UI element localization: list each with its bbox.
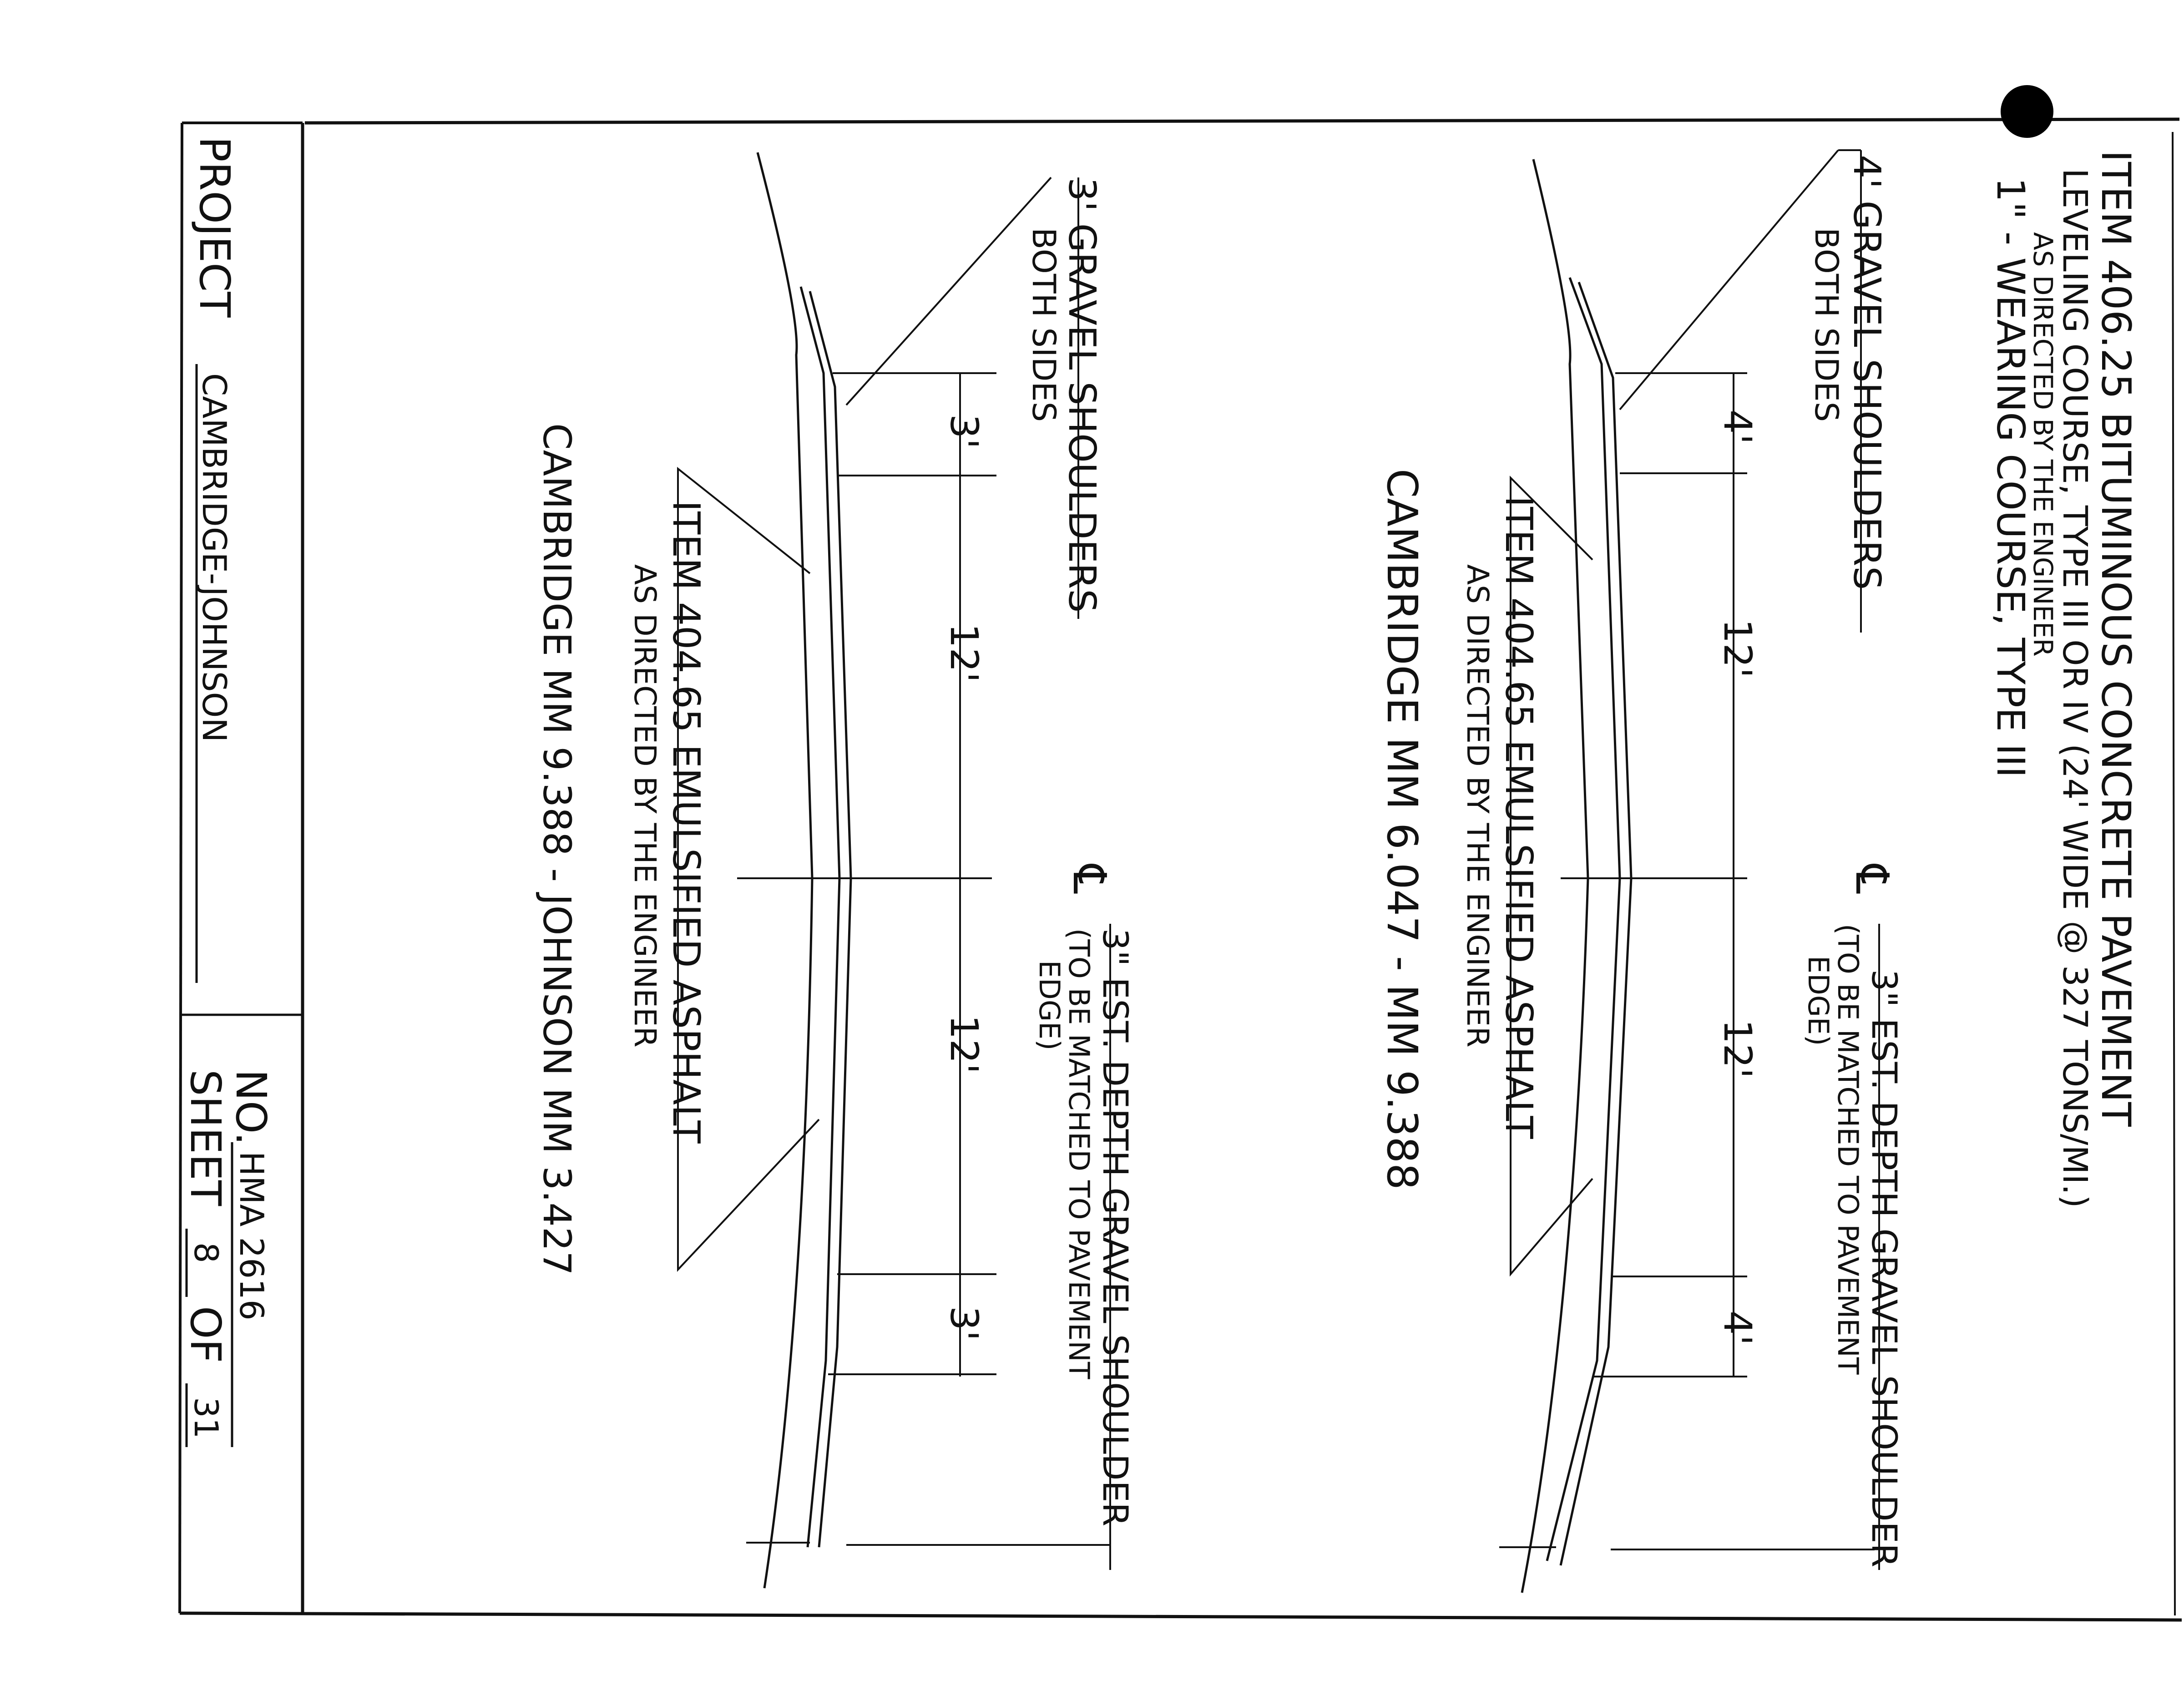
upper-pavement-bottom	[1559, 282, 1633, 1566]
of-label: OF	[181, 1306, 230, 1363]
section-lower: 3' 12' 12' 3' 3' GRAVEL SHOULDERS BOTH S…	[535, 152, 1136, 1589]
project-value: CAMBRIDGE-JOHNSON	[195, 373, 233, 742]
sheet-value: 8	[187, 1242, 225, 1263]
upper-depth-title: 3" EST. DEPTH GRAVEL SHOULDER	[1864, 969, 1905, 1567]
upper-ground-line	[1521, 159, 1589, 1593]
sheet-border	[178, 117, 2182, 1622]
lower-depth-sub2: EDGE)	[1033, 960, 1066, 1050]
general-notes: ITEM 406.25 BITUMINOUS CONCRETE PAVEMENT…	[1988, 150, 2139, 1208]
lower-centerline-symbol: ℄	[1063, 863, 1116, 894]
title-block-outer-left	[178, 122, 183, 1614]
lower-depth-title: 3" EST. DEPTH GRAVEL SHOULDER	[1095, 928, 1136, 1526]
note-directed: AS DIRECTED BY THE ENGINEER	[2027, 232, 2058, 657]
border-top	[304, 117, 2180, 125]
lower-item-line2: AS DIRECTED BY THE ENGINEER	[627, 564, 662, 1048]
lower-shoulder-leader-1	[845, 177, 1052, 406]
note-item-40625: ITEM 406.25 BITUMINOUS CONCRETE PAVEMENT	[2093, 150, 2139, 1127]
lower-dim-lane-right: 12'	[942, 1015, 986, 1074]
upper-shoulder-leader-1	[1619, 149, 1839, 410]
upper-shoulder-sub: BOTH SIDES	[1808, 228, 1845, 422]
punch-hole	[2001, 85, 2053, 138]
lower-item-line1: ITEM 404.65 EMULSIFIED ASPHALT	[664, 501, 708, 1144]
lower-dim-shoulder-left: 3'	[942, 414, 986, 449]
project-label: PROJECT	[190, 137, 239, 318]
lower-dim-shoulder-right: 3'	[942, 1306, 986, 1341]
note-wearing-course: 1" - WEARING COURSE, TYPE III	[1988, 177, 2033, 778]
upper-dim-shoulder-left: 4'	[1715, 410, 1760, 445]
upper-shoulder-title: 4' GRAVEL SHOULDERS	[1845, 155, 1888, 590]
lower-road-profile	[756, 152, 852, 1589]
sheet-label: SHEET	[181, 1069, 230, 1206]
no-value: HMA 2616	[233, 1151, 271, 1321]
upper-dimension-line	[1499, 372, 1875, 1550]
lower-location: CAMBRIDGE MM 9.388 - JOHNSON MM 3.427	[535, 423, 579, 1276]
border-bottom	[179, 1611, 2182, 1622]
upper-pavement-top	[1546, 277, 1621, 1561]
lower-dim-lane-left: 12'	[942, 623, 986, 683]
lower-shoulder-title: 3' GRAVEL SHOULDERS	[1060, 177, 1103, 613]
lower-ground-line	[756, 152, 814, 1589]
upper-item-callout	[1510, 476, 1593, 1277]
section-upper: 4' 12' 12' 4' 4' GRAVEL SHOULDERS BOTH S…	[1378, 149, 1905, 1593]
lower-shoulder-callout	[845, 177, 1079, 619]
lower-pavement-top	[799, 286, 841, 1548]
lower-depth-sub1: (TO BE MATCHED TO PAVEMENT	[1062, 928, 1096, 1380]
upper-location: CAMBRIDGE MM 6.047 - MM 9.388	[1378, 469, 1426, 1190]
lower-item-box	[677, 466, 820, 1272]
lower-dimension-line	[737, 372, 1110, 1546]
upper-dim-shoulder-right: 4'	[1715, 1311, 1760, 1346]
lower-shoulder-sub: BOTH SIDES	[1025, 228, 1062, 422]
upper-depth-sub2: EDGE)	[1802, 956, 1835, 1046]
lower-item-callout	[677, 466, 820, 1272]
border-right	[2172, 132, 2176, 1616]
upper-centerline-symbol: ℄	[1845, 863, 1899, 894]
note-leveling-course: LEVELING COURSE, TYPE III OR IV (24' WID…	[2055, 168, 2094, 1208]
upper-item-line2: AS DIRECTED BY THE ENGINEER	[1460, 564, 1495, 1048]
title-block: PROJECT CAMBRIDGE-JOHNSON NO. HMA 2616 S…	[181, 137, 275, 1447]
lower-pavement-bottom	[809, 291, 852, 1548]
upper-item-line1: ITEM 404.65 EMULSIFIED ASPHALT	[1497, 496, 1540, 1139]
upper-depth-sub1: (TO BE MATCHED TO PAVEMENT	[1831, 924, 1865, 1375]
upper-shoulder-callout	[1619, 149, 1862, 633]
of-value: 31	[187, 1397, 225, 1439]
upper-item-box	[1510, 476, 1593, 1277]
upper-dim-lane-left: 12'	[1715, 619, 1760, 678]
no-label: NO.	[227, 1069, 275, 1145]
upper-dim-lane-right: 12'	[1715, 1019, 1760, 1078]
